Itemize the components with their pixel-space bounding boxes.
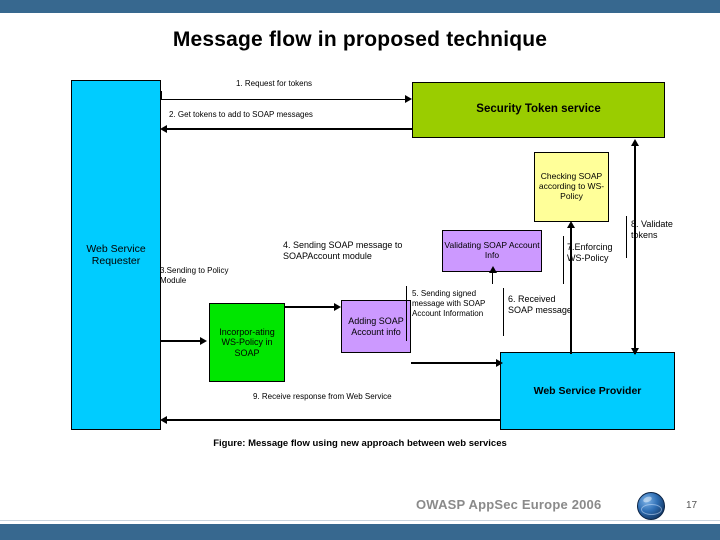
connector-step9-line [166, 419, 500, 421]
connector-step8-arrowhead-top [631, 139, 639, 146]
node-adding-soap-label: Adding SOAP Account info [348, 316, 404, 337]
label-step2: 2. Get tokens to add to SOAP messages [169, 110, 313, 119]
label-step5: 5. Sending signed message with SOAP Acco… [412, 289, 486, 318]
node-incorporating-ws-policy[interactable]: Incorpor-ating WS-Policy in SOAP [209, 303, 285, 382]
connector-step7-line [570, 228, 572, 354]
bottom-accent-band [0, 524, 720, 540]
page-title: Message flow in proposed technique [172, 28, 548, 51]
connector-step1-stub [161, 91, 162, 100]
node-web-service-requester[interactable]: Web Service Requester [71, 80, 161, 430]
connector-step1-arrowhead [405, 95, 412, 103]
connector-validating-stub [492, 272, 493, 284]
connector-step9-arrowhead [160, 416, 167, 424]
connector-step8-arrowhead-bottom [631, 348, 639, 355]
connector-step2-arrowhead [160, 125, 167, 133]
node-checking-soap-label: Checking SOAP according to WS-Policy [538, 171, 605, 201]
top-accent-band [0, 0, 720, 13]
node-security-token-service-label: Security Token service [476, 103, 601, 116]
divider-step7 [563, 236, 564, 284]
node-web-service-provider[interactable]: Web Service Provider [500, 352, 675, 430]
label-step4: 4. Sending SOAP message to SOAPAccount m… [283, 240, 403, 261]
connector-step3-arrowhead [200, 337, 207, 345]
footer-conference-label: OWASP AppSec Europe 2006 [416, 497, 602, 512]
label-step8: 8. Validate tokens [631, 219, 673, 240]
connector-step7-arrowhead [567, 221, 575, 228]
connector-step5-line [411, 362, 500, 364]
node-incorporating-label: Incorpor-ating WS-Policy in SOAP [219, 326, 275, 358]
connector-validating-arrowhead [489, 266, 497, 273]
node-validating-soap-label: Validating SOAP Account Info [444, 240, 540, 260]
label-step9: 9. Receive response from Web Service [253, 392, 392, 401]
page-number: 17 [686, 500, 698, 511]
label-step7: 7.Enforcing WS-Policy [567, 242, 613, 263]
label-step1: 1. Request for tokens [236, 79, 313, 88]
connector-step5-arrowhead [496, 359, 503, 367]
connector-step4-line [285, 306, 335, 308]
connector-step9-stub [500, 412, 501, 420]
node-adding-soap-account-info[interactable]: Adding SOAP Account info [341, 300, 411, 353]
node-web-service-requester-label: Web Service Requester [86, 242, 146, 267]
connector-step3-line [161, 340, 202, 342]
owasp-globe-icon [637, 492, 665, 520]
footer-divider [0, 520, 720, 521]
divider-step5 [406, 286, 407, 341]
connector-step8-line [634, 146, 636, 354]
node-checking-soap[interactable]: Checking SOAP according to WS-Policy [534, 152, 609, 222]
divider-step8 [626, 216, 627, 258]
connector-step2-line [166, 128, 412, 130]
label-step6: 6. Received SOAP message [508, 294, 572, 315]
node-validating-soap-account-info[interactable]: Validating SOAP Account Info [442, 230, 542, 272]
divider-step6 [503, 288, 504, 336]
node-web-service-provider-label: Web Service Provider [533, 384, 642, 397]
figure-caption: Figure: Message flow using new approach … [213, 438, 507, 449]
connector-step4-arrowhead [334, 303, 341, 311]
node-security-token-service[interactable]: Security Token service [412, 82, 665, 138]
label-step3: 3.Sending to Policy Module [160, 266, 229, 285]
connector-step1-line [161, 99, 406, 100]
